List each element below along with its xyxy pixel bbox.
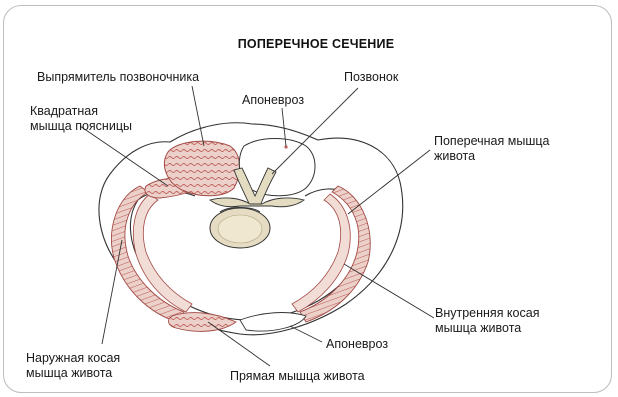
label-transverse-abdominis: Поперечная мышца живота xyxy=(434,134,549,164)
leader-aponeurosis-bottom xyxy=(290,326,322,342)
label-external-line1: Наружная косая xyxy=(26,351,120,366)
label-internal-oblique: Внутренняя косая мышца живота xyxy=(435,306,539,336)
label-external-line2: мышца живота xyxy=(26,366,120,381)
label-aponeurosis-bottom: Апоневроз xyxy=(326,337,388,352)
rectus-abdominis-shape xyxy=(169,313,236,332)
label-aponeurosis-top: Апоневроз xyxy=(242,93,304,108)
label-vertebra: Позвонок xyxy=(344,70,398,85)
label-quadratus-line2: мышца поясницы xyxy=(30,119,132,134)
label-rectus-abdominis: Прямая мышца живота xyxy=(230,369,365,384)
label-quadratus-lumborum: Квадратная мышца поясницы xyxy=(30,104,132,134)
label-erector-spinae: Выпрямитель позвоночника xyxy=(37,70,199,85)
aponeurosis-bottom-shape xyxy=(240,313,306,332)
label-transverse-line1: Поперечная мышца xyxy=(434,134,549,149)
label-internal-line2: мышца живота xyxy=(435,321,539,336)
leader-quadratus xyxy=(80,126,168,186)
vertebra-body-inner xyxy=(218,215,262,243)
label-internal-line1: Внутренняя косая xyxy=(435,306,539,321)
leader-internal xyxy=(344,264,434,318)
leader-erector xyxy=(192,86,204,146)
label-quadratus-line1: Квадратная xyxy=(30,104,132,119)
label-external-oblique: Наружная косая мышца живота xyxy=(26,351,120,381)
label-transverse-line2: живота xyxy=(434,149,549,164)
